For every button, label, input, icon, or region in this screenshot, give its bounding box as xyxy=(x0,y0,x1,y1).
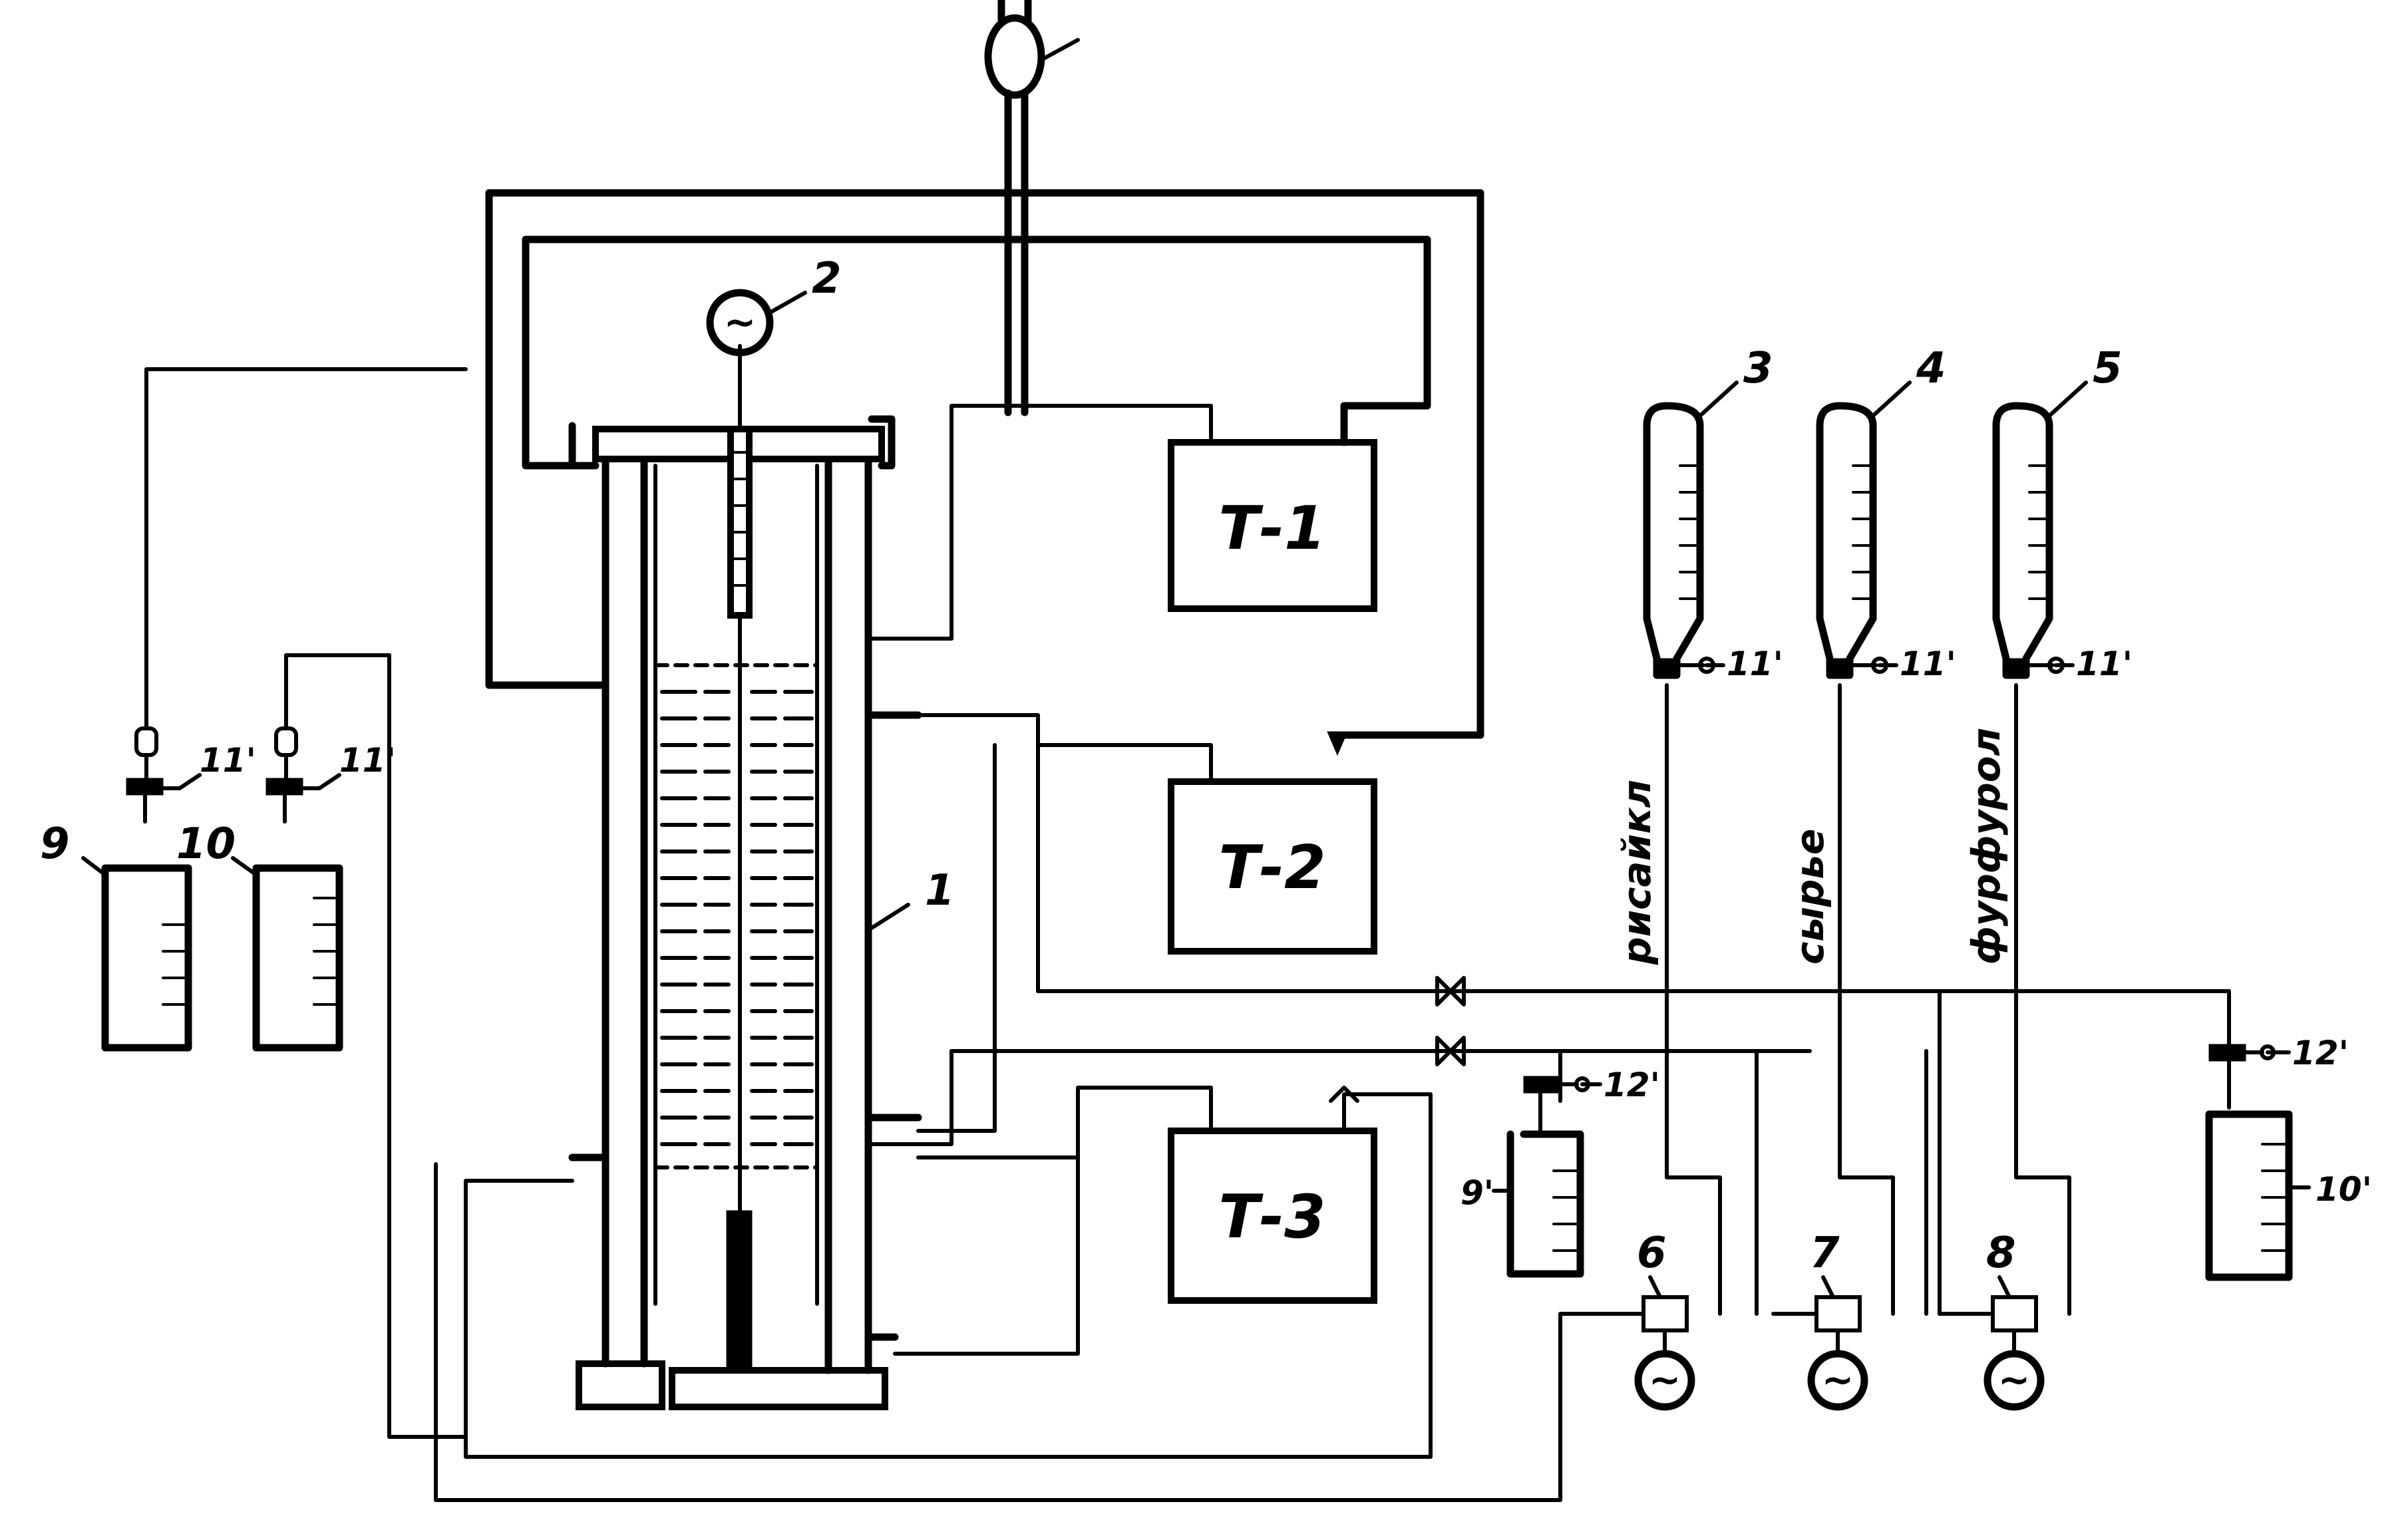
callout-5: 5 xyxy=(2093,344,2123,393)
callout-4: 4 xyxy=(1916,344,1946,393)
receiver-10-line xyxy=(265,653,468,1439)
callout-11-c: 11' xyxy=(1727,645,1783,683)
thermostat-piping xyxy=(464,189,1484,1459)
column-bottom-head xyxy=(669,1367,888,1410)
callout-10p: 10' xyxy=(2316,1170,2372,1209)
callout-9p: 9' xyxy=(1461,1173,1494,1212)
ac-motor-circle-icon: ~ xyxy=(706,289,807,357)
leader-lines xyxy=(81,381,2311,1299)
callout-11-b: 11' xyxy=(339,741,396,780)
stopcock-valve-icon[interactable] xyxy=(1653,657,1715,674)
callout-9: 9 xyxy=(40,820,70,869)
gate-valve-icon[interactable] xyxy=(1435,976,1466,1006)
callout-2: 2 xyxy=(812,254,842,303)
feed-piping xyxy=(434,683,2231,1502)
pump-7: ~ xyxy=(1807,1295,1868,1411)
svg-text:~: ~ xyxy=(1649,1357,1681,1402)
label-furfural: фурфурол xyxy=(1964,728,2009,965)
callout-3: 3 xyxy=(1743,344,1773,393)
motor-2-symbol: ~ xyxy=(724,299,757,345)
receiver-9 xyxy=(101,864,192,1052)
callout-12-a: 12' xyxy=(1604,1066,1660,1104)
callout-8: 8 xyxy=(1986,1229,2016,1278)
callout-10: 10 xyxy=(176,820,236,869)
thermometer xyxy=(984,0,1080,416)
pump-6: ~ xyxy=(1634,1295,1695,1411)
callout-11-e: 11' xyxy=(2076,645,2133,683)
receiver-10 xyxy=(252,864,343,1052)
burette-recycle xyxy=(1643,402,1715,679)
t2-label: Т-2 xyxy=(1218,833,1325,903)
thermostat-t3: Т-3 xyxy=(1168,1128,1377,1304)
thermostat-t1: Т-1 xyxy=(1168,439,1377,612)
receiver-10p xyxy=(2205,1044,2293,1281)
svg-text:~: ~ xyxy=(1822,1357,1854,1402)
t1-label: Т-1 xyxy=(1218,494,1325,563)
callout-6: 6 xyxy=(1637,1229,1667,1278)
label-feed: сырье xyxy=(1787,829,1832,965)
callout-12-b: 12' xyxy=(2292,1034,2349,1072)
burette-furfural xyxy=(1992,402,2065,679)
callout-1: 1 xyxy=(925,866,955,915)
column-bottom-flange xyxy=(576,1360,665,1410)
callout-labels: 1 2 3 4 5 6 7 8 9 10 9' 10' 11' 11' 11' … xyxy=(40,254,2372,1278)
receiver-9p xyxy=(1506,1076,1590,1278)
t3-label: Т-3 xyxy=(1218,1182,1325,1252)
column-plates xyxy=(660,690,814,1146)
gate-valve-icon[interactable] xyxy=(1435,1036,1466,1066)
burette-feed xyxy=(1816,402,1888,679)
pump-8: ~ xyxy=(1983,1295,2045,1411)
svg-text:~: ~ xyxy=(1998,1357,2031,1402)
thermostat-t2: Т-2 xyxy=(1168,778,1377,955)
shaft-upper-packing xyxy=(727,426,753,619)
stream-labels: рисайкл сырье фурфурол xyxy=(1614,728,2009,965)
stopcock-valve-icon[interactable] xyxy=(2002,657,2065,674)
receiver-9-line xyxy=(126,367,468,824)
callout-7: 7 xyxy=(1810,1229,1840,1278)
callout-11-d: 11' xyxy=(1900,645,1956,683)
stopcock-valve-icon[interactable] xyxy=(1826,657,1888,674)
label-recycle: рисайкл xyxy=(1614,780,1659,965)
extraction-column xyxy=(568,344,922,1410)
callout-11-a: 11' xyxy=(200,741,256,780)
